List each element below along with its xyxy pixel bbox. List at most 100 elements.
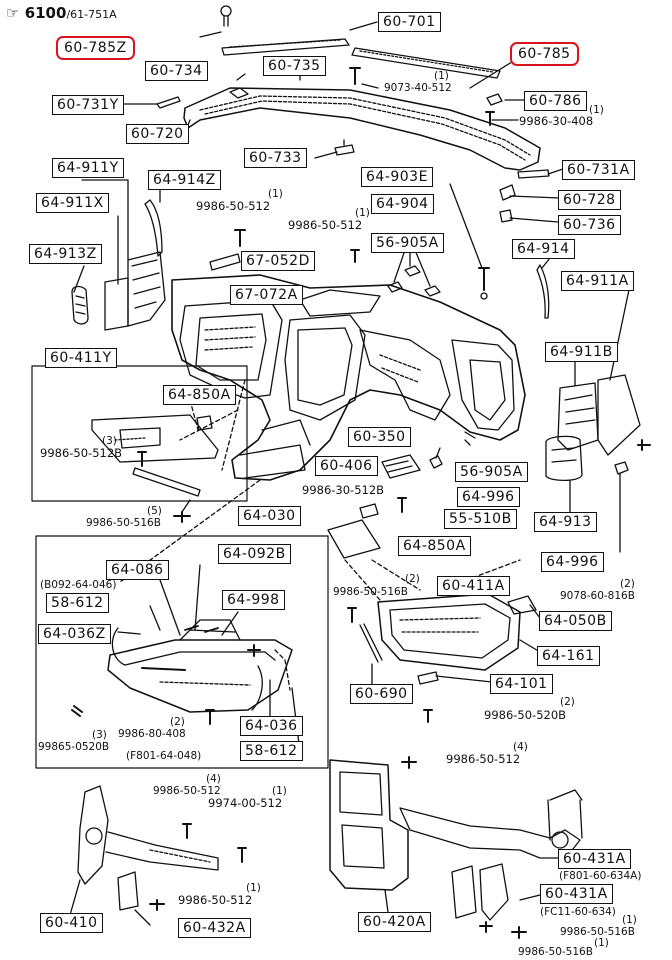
part-9986-50-516b: 9986-50-516B (333, 586, 408, 598)
label-60-731y[interactable]: 60-731Y (52, 95, 124, 115)
clip-56-905a-icon (387, 265, 441, 297)
label-64-904[interactable]: 64-904 (371, 194, 434, 214)
label-64-036z[interactable]: 64-036Z (38, 624, 111, 644)
qty: (1) (622, 914, 637, 926)
label-64-092b[interactable]: 64-092B (218, 544, 291, 564)
latch-64-050b (507, 595, 537, 615)
label-67-052d[interactable]: 67-052D (241, 251, 315, 271)
qty: (4) (513, 741, 528, 753)
label-60-406[interactable]: 60-406 (315, 456, 378, 476)
label-67-072a[interactable]: 67-072A (230, 285, 303, 305)
qty: (1) (268, 188, 283, 200)
label-60-431a-bot[interactable]: 60-431A (540, 884, 613, 904)
qty: (4) (206, 773, 221, 785)
clip-64-101 (417, 671, 439, 685)
label-60-731a[interactable]: 60-731A (562, 160, 635, 180)
label-64-914z[interactable]: 64-914Z (148, 170, 221, 190)
label-55-510b[interactable]: 55-510B (444, 509, 517, 529)
label-64-911a[interactable]: 64-911A (561, 271, 634, 291)
part-9986-50-516b: 9986-50-516B (86, 517, 161, 529)
label-60-720[interactable]: 60-720 (126, 124, 189, 144)
label-60-733[interactable]: 60-733 (244, 148, 307, 168)
label-60-432a[interactable]: 60-432A (178, 918, 251, 938)
screw-9986-50-512d-icon (401, 756, 417, 769)
part-9073-40-512: 9073-40-512 (384, 82, 452, 94)
screw-9986-30-408-icon (485, 111, 495, 126)
screw-9986-50-512b-icon (350, 249, 360, 263)
label-60-350[interactable]: 60-350 (348, 427, 411, 447)
strap-64-036 (251, 665, 263, 711)
label-60-410[interactable]: 60-410 (40, 913, 103, 933)
label-58-612-top[interactable]: 58-612 (46, 593, 109, 613)
label-64-101[interactable]: 64-101 (490, 674, 553, 694)
label-60-785[interactable]: 60-785 (510, 42, 579, 66)
screw-9986-50-512c-icon (182, 823, 192, 839)
label-64-996-mid[interactable]: 64-996 (457, 487, 520, 507)
label-60-431a-top[interactable]: 60-431A (558, 849, 631, 869)
label-64-036[interactable]: 64-036 (240, 716, 303, 736)
page-header: ☞ 6100/61-751A (6, 4, 117, 22)
label-64-913[interactable]: 64-913 (534, 512, 597, 532)
qty: (1) (589, 104, 604, 116)
label-64-030[interactable]: 64-030 (238, 506, 301, 526)
group-60-411y (31, 365, 248, 502)
label-64-850a-top[interactable]: 64-850A (163, 385, 236, 405)
qty: (2) (170, 716, 185, 728)
header-code: 6100 (24, 4, 67, 22)
label-64-911b[interactable]: 64-911B (545, 342, 618, 362)
label-64-086[interactable]: 64-086 (106, 560, 169, 580)
label-60-411a[interactable]: 60-411A (437, 576, 510, 596)
part-9986-50-512: 9986-50-512 (288, 218, 363, 232)
clip-60-731y-icon (156, 96, 181, 109)
screw-9986-80-408-icon (205, 709, 215, 725)
qty: (1) (272, 785, 287, 797)
screw-9073-icon (349, 67, 361, 85)
label-60-701[interactable]: 60-701 (378, 12, 441, 32)
panel-60-411y (91, 414, 219, 463)
label-64-914[interactable]: 64-914 (512, 239, 575, 259)
bracket-60-410 (77, 785, 109, 885)
label-60-734[interactable]: 60-734 (145, 61, 208, 81)
label-60-735[interactable]: 60-735 (263, 56, 326, 76)
label-64-996[interactable]: 64-996 (541, 552, 604, 572)
vent-64-913 (545, 435, 583, 482)
frame-60-420a (329, 759, 409, 891)
part-9986-50-516b: 9986-50-516B (560, 926, 635, 938)
label-60-785z[interactable]: 60-785Z (56, 36, 135, 60)
clip-60-736-icon (499, 209, 513, 223)
clip-60-731a-icon (517, 169, 550, 179)
label-56-905a-bot[interactable]: 56-905A (455, 462, 528, 482)
label-64-998[interactable]: 64-998 (222, 590, 285, 610)
label-64-850a-bot[interactable]: 64-850A (398, 536, 471, 556)
qty: (1) (434, 70, 449, 82)
qty: (2) (405, 573, 420, 585)
part-9986-80-408: 9986-80-408 (118, 728, 186, 740)
label-64-911y[interactable]: 64-911Y (52, 158, 124, 178)
part-9986-50-512: 9986-50-512 (196, 199, 271, 213)
clip-60-786-icon (486, 93, 503, 106)
label-60-411y[interactable]: 60-411Y (45, 348, 117, 368)
screw-9986-50-516b-left-icon (173, 511, 191, 523)
screw-9974-icon (237, 847, 247, 863)
label-60-690[interactable]: 60-690 (350, 684, 413, 704)
label-58-612-bot[interactable]: 58-612 (240, 741, 303, 761)
grille-60-785z (221, 38, 350, 56)
label-64-161[interactable]: 64-161 (537, 646, 600, 666)
label-60-728[interactable]: 60-728 (558, 190, 621, 210)
label-56-905a-top[interactable]: 56-905A (371, 233, 444, 253)
vent-64-911b (557, 382, 599, 451)
qty: (5) (147, 505, 162, 517)
clip-60-728-icon (499, 184, 516, 201)
label-60-786[interactable]: 60-786 (524, 91, 587, 111)
label-60-736[interactable]: 60-736 (558, 215, 621, 235)
label-64-050b[interactable]: 64-050B (539, 611, 612, 631)
header-ref: /61-751A (66, 8, 117, 21)
label-64-911x[interactable]: 64-911X (36, 193, 109, 213)
clip-56-905a-mid-icon (429, 455, 443, 469)
vent-64-914z (144, 199, 163, 257)
screw-9986-50-512-icon (234, 229, 246, 247)
label-60-420a[interactable]: 60-420A (358, 912, 431, 932)
label-64-913z[interactable]: 64-913Z (29, 244, 102, 264)
label-64-903e[interactable]: 64-903E (361, 167, 433, 187)
